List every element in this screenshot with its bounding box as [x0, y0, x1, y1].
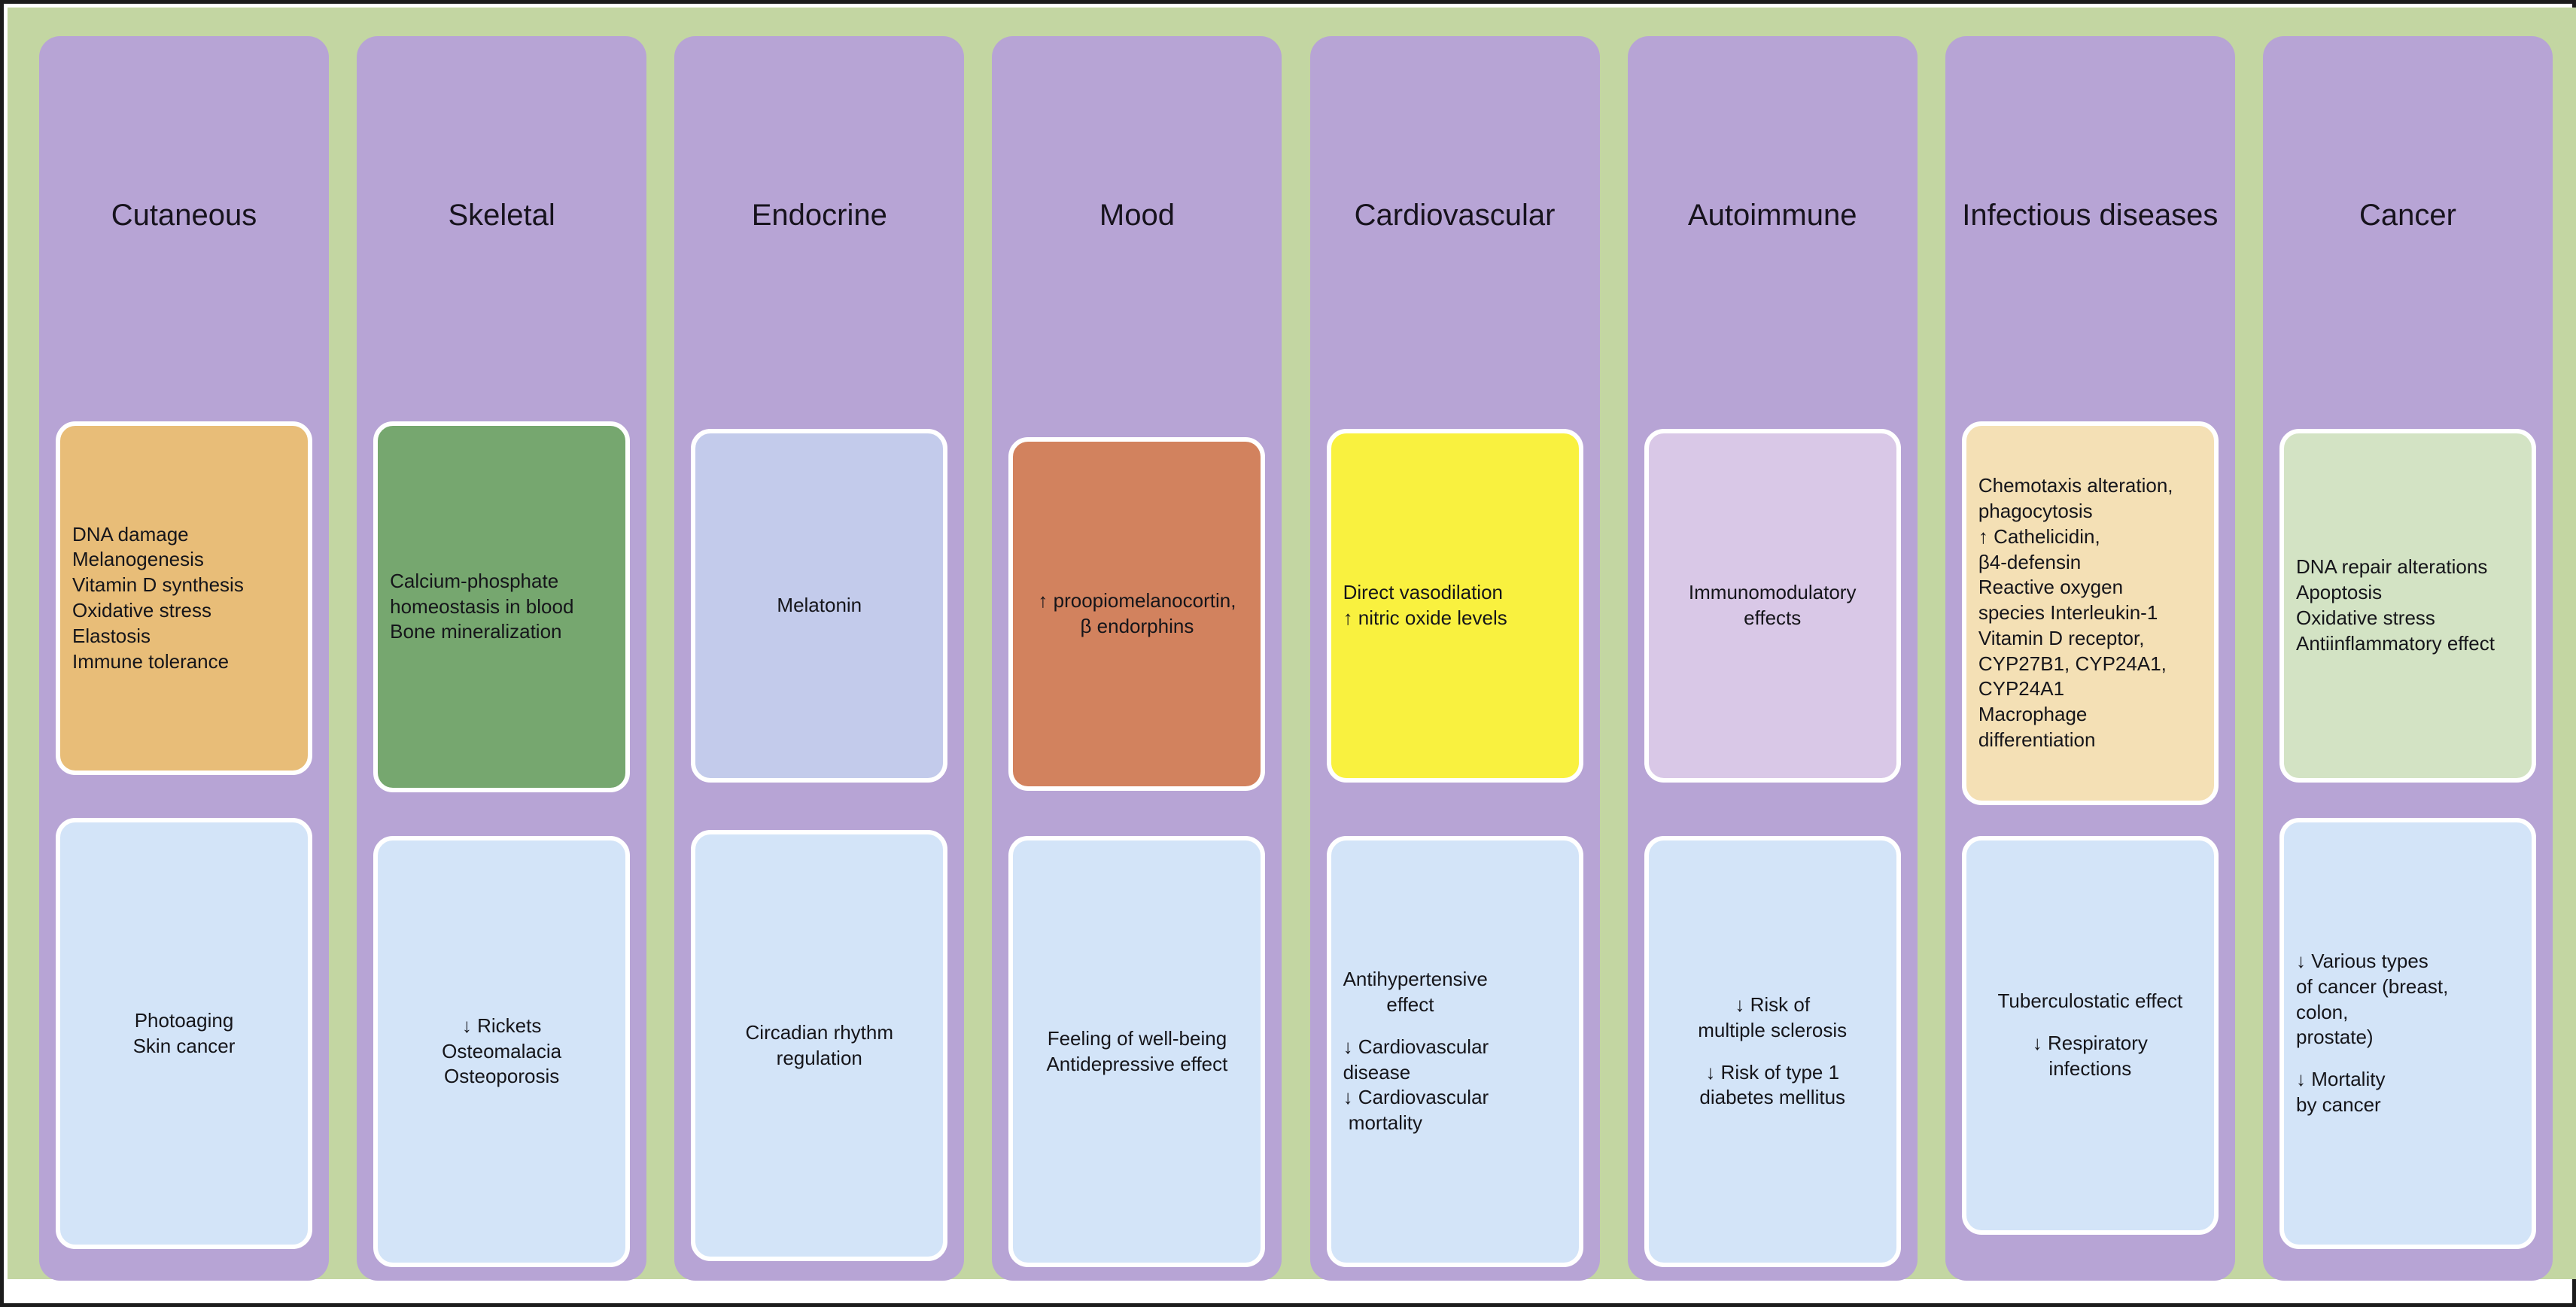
text-line: Circadian rhythm: [745, 1020, 894, 1044]
text-line: ↓ Respiratory: [2032, 1032, 2148, 1055]
text-line: Bone mineralization: [390, 620, 562, 643]
column-title-mood: Mood: [1099, 199, 1175, 232]
text-line: β endorphins: [1080, 615, 1194, 637]
text-line: species Interleukin-1: [1978, 601, 2158, 625]
text-line: Melatonin: [777, 594, 862, 617]
text-line: ↑ proopiomelanocortin,: [1038, 589, 1236, 612]
text-line: DNA repair alterations: [2295, 555, 2488, 579]
text-line: Vitamin D synthesis: [72, 573, 244, 597]
text-line: ↓ Cardiovascular: [1343, 1086, 1489, 1109]
text-line: ↓ Risk of type 1: [1705, 1060, 1840, 1084]
top-box-mood[interactable]: ↑ proopiomelanocortin, β endorphins: [1008, 437, 1266, 791]
text-line: Direct vasodilation: [1343, 581, 1503, 604]
line-spacer: [1977, 1014, 2203, 1031]
text-line: ↑ nitric oxide levels: [1343, 606, 1507, 629]
line-spacer: [1659, 1043, 1886, 1059]
text-line: differentiation: [1978, 728, 2096, 752]
text-line: CYP24A1: [1978, 677, 2065, 701]
text-line: Elastosis: [72, 624, 151, 647]
text-line: Osteoporosis: [444, 1065, 560, 1088]
text-line: Feeling of well-being: [1047, 1026, 1227, 1050]
text-line: β4-defensin: [1978, 550, 2082, 573]
text-line: Immune tolerance: [72, 649, 230, 673]
column-title-cancer: Cancer: [2359, 199, 2456, 232]
text-line: ↓ Mortality: [2295, 1068, 2386, 1091]
column-title-cutaneous: Cutaneous: [111, 199, 257, 232]
text-line: Skin cancer: [132, 1034, 236, 1057]
text-line: mortality: [1343, 1111, 1423, 1135]
text-line: infections: [2048, 1056, 2132, 1080]
text-line: Calcium-phosphate: [390, 569, 559, 592]
text-line: by cancer: [2295, 1093, 2381, 1117]
top-box-infectious-diseases[interactable]: Chemotaxis alteration,phagocytosis↑ Cath…: [1961, 421, 2219, 805]
line-spacer: [2296, 1050, 2520, 1067]
column-title-infectious-diseases: Infectious diseases: [1962, 199, 2219, 232]
text-line: Immunomodulatory: [1688, 581, 1857, 604]
text-line: Melanogenesis: [72, 548, 204, 571]
text-line: ↓ Rickets: [461, 1014, 542, 1037]
text-line: Antidepressive effect: [1046, 1052, 1228, 1075]
text-line: ↓ Various types: [2295, 950, 2428, 973]
text-line: prostate): [2295, 1026, 2374, 1049]
text-line: DNA damage: [72, 522, 189, 546]
text-line: Tuberculostatic effect: [1997, 989, 2183, 1013]
text-line: multiple sclerosis: [1698, 1018, 1848, 1041]
text-line: ↓ Risk of: [1735, 992, 1811, 1016]
column-title-cardiovascular: Cardiovascular: [1354, 199, 1556, 232]
text-line: of cancer (breast,: [2295, 974, 2449, 998]
text-line: homeostasis in blood: [390, 594, 574, 618]
text-line: ↓ Cardiovascular: [1343, 1035, 1489, 1058]
text-line: Vitamin D receptor,: [1978, 626, 2145, 649]
text-line: Apoptosis: [2295, 581, 2383, 604]
text-line: diabetes mellitus: [1699, 1086, 1846, 1109]
top-box-cardiovascular[interactable]: Direct vasodilation↑ nitric oxide levels: [1326, 429, 1583, 783]
top-box-endocrine[interactable]: Melatonin: [691, 429, 948, 783]
text-line: Antiinflammatory effect: [2295, 631, 2495, 655]
text-line: regulation: [776, 1046, 862, 1069]
column-title-endocrine: Endocrine: [751, 199, 887, 232]
text-line: Oxidative stress: [2295, 606, 2435, 629]
column-title-autoimmune: Autoimmune: [1687, 199, 1857, 232]
text-line: colon,: [2295, 1000, 2349, 1023]
text-line: effect: [1343, 992, 1434, 1016]
column-title-skeletal: Skeletal: [448, 199, 555, 232]
text-line: effects: [1744, 606, 1802, 629]
text-line: Oxidative stress: [72, 599, 211, 622]
text-line: Reactive oxygen: [1978, 576, 2124, 599]
text-line: ↑ Cathelicidin,: [1978, 524, 2100, 548]
text-line: CYP27B1, CYP24A1,: [1978, 652, 2167, 675]
line-spacer: [1343, 1018, 1567, 1035]
text-line: Macrophage: [1978, 703, 2088, 726]
text-line: Antihypertensive: [1343, 968, 1488, 991]
text-line: Osteomalacia: [442, 1039, 562, 1062]
text-line: disease: [1343, 1060, 1411, 1084]
text-line: phagocytosis: [1978, 499, 2093, 522]
text-line: Chemotaxis alteration,: [1978, 474, 2173, 497]
text-line: Photoaging: [134, 1008, 234, 1032]
